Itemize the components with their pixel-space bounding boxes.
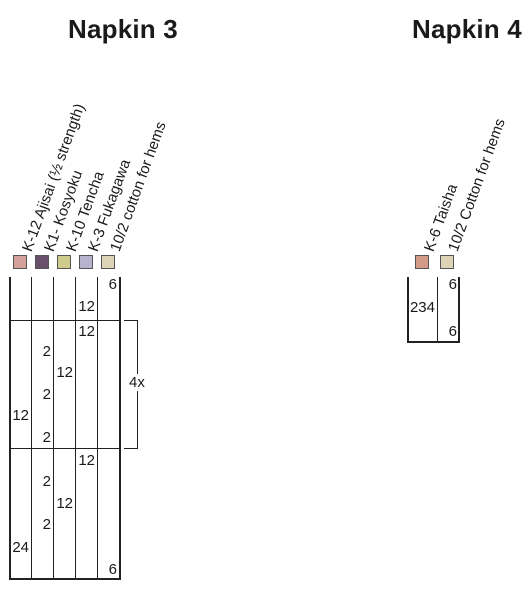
napkin3-column-line (75, 277, 76, 580)
napkin3-swatch-2 (35, 255, 49, 269)
napkin4-column-line (437, 277, 438, 342)
napkin3-cell: 2 (42, 386, 51, 403)
napkin3-border-bottom (9, 578, 121, 580)
napkin4-cell: 6 (448, 276, 457, 293)
napkin4-border-bottom (407, 341, 460, 343)
napkin4-border-right (458, 277, 460, 342)
napkin3-section-line (9, 448, 121, 449)
napkin3-cell: 12 (78, 323, 95, 340)
repeat-bracket-bottom (124, 448, 138, 449)
napkin3-cell: 2 (42, 473, 51, 490)
napkin4-cell: 234 (409, 299, 435, 316)
napkin4-swatch-2 (440, 255, 454, 269)
napkin3-cell: 2 (42, 343, 51, 360)
napkin3-swatch-1 (13, 255, 27, 269)
napkin3-cell: 12 (56, 495, 73, 512)
napkin3-swatch-3 (57, 255, 71, 269)
napkin3-column-line (31, 277, 32, 580)
napkin3-border-left (9, 277, 11, 580)
napkin3-border-right (119, 277, 121, 580)
napkin3-cell: 12 (78, 298, 95, 315)
napkin3-swatch-4 (79, 255, 93, 269)
repeat-bracket-top (124, 320, 138, 321)
napkin3-cell: 12 (12, 407, 29, 424)
napkin3-column-line (97, 277, 98, 580)
napkin3-cell: 2 (42, 516, 51, 533)
napkin3-cell: 2 (42, 429, 51, 446)
napkin3-cell: 12 (56, 364, 73, 381)
napkin3-section-line (9, 320, 121, 321)
napkin3-cell: 6 (108, 276, 117, 293)
napkin3-cell: 6 (108, 561, 117, 578)
repeat-label: 4x (128, 374, 146, 391)
napkin3-cell: 12 (78, 452, 95, 469)
napkin4-title: Napkin 4 (412, 14, 522, 44)
napkin3-column-line (53, 277, 54, 580)
napkin4-swatch-1 (415, 255, 429, 269)
napkin4-cell: 6 (448, 323, 457, 340)
napkin3-cell: 24 (12, 539, 29, 556)
napkin4-border-left (407, 277, 409, 342)
napkin3-swatch-5 (101, 255, 115, 269)
napkin3-title: Napkin 3 (68, 14, 178, 44)
